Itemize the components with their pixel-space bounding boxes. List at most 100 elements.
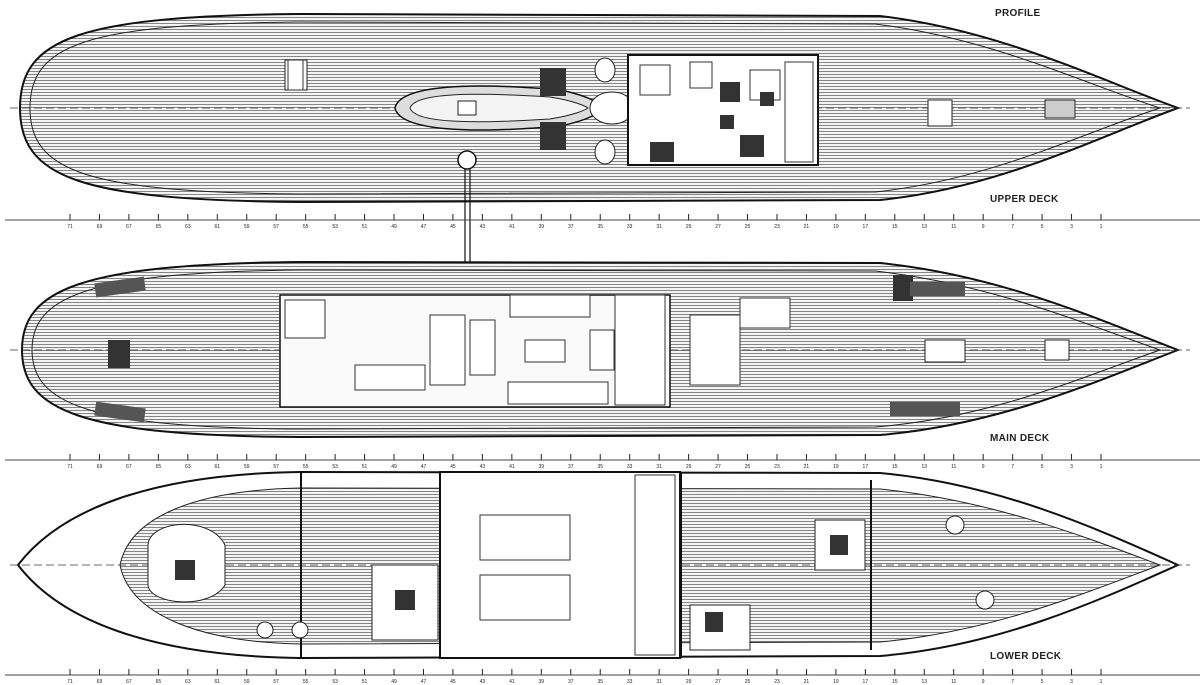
scale-tick-label: 3	[1070, 679, 1073, 685]
scale-tick-label: 5	[1041, 464, 1044, 470]
scale-tick-label: 43	[480, 464, 486, 470]
scale-tick-label: 53	[332, 224, 338, 230]
scale-tick-label: 35	[597, 464, 603, 470]
scale-tick-label: 3	[1070, 464, 1073, 470]
scale-tick-label: 41	[509, 464, 515, 470]
scale-tick-label: 25	[745, 464, 751, 470]
lower-deck-plan	[10, 470, 1190, 660]
scale-tick-label: 1	[1100, 224, 1103, 230]
scale-tick-label: 69	[97, 464, 103, 470]
scale-tick-label: 61	[215, 679, 221, 685]
scale-tick-label: 23	[774, 224, 780, 230]
upper-deck-label: UPPER DECK	[990, 194, 1059, 205]
scale-tick-label: 31	[656, 464, 662, 470]
scale-tick-label: 1	[1100, 464, 1103, 470]
scale-tick-label: 25	[745, 224, 751, 230]
scale-tick-label: 71	[67, 224, 73, 230]
scale-tick-label: 59	[244, 224, 250, 230]
scale-tick-label: 41	[509, 224, 515, 230]
scale-tick-label: 1	[1100, 679, 1103, 685]
scale-tick-label: 65	[156, 224, 162, 230]
scale-tick-label: 65	[156, 464, 162, 470]
scale-tick-label: 43	[480, 679, 486, 685]
scale-tick-label: 17	[863, 679, 869, 685]
scale-tick-label: 31	[656, 679, 662, 685]
scale-tick-label: 57	[273, 679, 279, 685]
scale-tick-label: 49	[391, 464, 397, 470]
scale-tick-label: 15	[892, 679, 898, 685]
scale-tick-label: 5	[1041, 679, 1044, 685]
scale-tick-label: 55	[303, 464, 309, 470]
scale-tick-label: 47	[421, 464, 427, 470]
scale-tick-label: 33	[627, 679, 633, 685]
scale-tick-label: 21	[804, 224, 810, 230]
scale-tick-label: 59	[244, 464, 250, 470]
scale-tick-label: 27	[715, 679, 721, 685]
scale-tick-label: 13	[921, 679, 927, 685]
scale-tick-label: 69	[97, 224, 103, 230]
scale-tick-label: 25	[745, 679, 751, 685]
scale-tick-label: 53	[332, 464, 338, 470]
scale-tick-label: 19	[833, 224, 839, 230]
scale-tick-label: 13	[921, 224, 927, 230]
scale-tick-label: 61	[215, 224, 221, 230]
scale-tick-label: 65	[156, 679, 162, 685]
scale-tick-label: 45	[450, 224, 456, 230]
scale-tick-label: 57	[273, 464, 279, 470]
scale-tick-label: 37	[568, 679, 574, 685]
scale-tick-label: 57	[273, 224, 279, 230]
scale-tick-label: 21	[804, 464, 810, 470]
scale-tick-label: 51	[362, 464, 368, 470]
scale-tick-label: 63	[185, 224, 191, 230]
scale-tick-label: 27	[715, 224, 721, 230]
scale-tick-label: 39	[539, 679, 545, 685]
scale-tick-label: 33	[627, 464, 633, 470]
scale-tick-label: 31	[656, 224, 662, 230]
scale-tick-label: 59	[244, 679, 250, 685]
scale-tick-label: 71	[67, 464, 73, 470]
scale-tick-label: 17	[863, 464, 869, 470]
scale-tick-label: 51	[362, 679, 368, 685]
scale-tick-label: 63	[185, 464, 191, 470]
scale-tick-label: 23	[774, 679, 780, 685]
scale-tick-label: 37	[568, 464, 574, 470]
scale-tick-label: 21	[804, 679, 810, 685]
scale-tick-label: 47	[421, 224, 427, 230]
scale-tick-label: 7	[1011, 224, 1014, 230]
scale-tick-label: 19	[833, 679, 839, 685]
scale-tick-label: 49	[391, 679, 397, 685]
scale-tick-label: 47	[421, 679, 427, 685]
scale-tick-label: 39	[539, 464, 545, 470]
scale-tick-label: 15	[892, 464, 898, 470]
scale-tick-label: 29	[686, 224, 692, 230]
scale-tick-label: 27	[715, 464, 721, 470]
scale-tick-label: 55	[303, 679, 309, 685]
scale-tick-label: 69	[97, 679, 103, 685]
scale-tick-label: 51	[362, 224, 368, 230]
scale-tick-label: 11	[951, 224, 956, 230]
scale-tick-label: 7	[1011, 464, 1014, 470]
scale-tick-label: 43	[480, 224, 486, 230]
scale-tick-label: 15	[892, 224, 898, 230]
scale-tick-label: 11	[951, 464, 956, 470]
scale-tick-label: 33	[627, 224, 633, 230]
scale-tick-label: 71	[67, 679, 73, 685]
main-deck-plan	[10, 260, 1190, 439]
scale-tick-label: 3	[1070, 224, 1073, 230]
scale-tick-label: 17	[863, 224, 869, 230]
profile-label: PROFILE	[995, 8, 1041, 19]
scale-tick-label: 9	[982, 224, 985, 230]
scale-tick-label: 45	[450, 464, 456, 470]
scale-tick-label: 49	[391, 224, 397, 230]
scale-tick-label: 55	[303, 224, 309, 230]
main-deck-label: MAIN DECK	[990, 433, 1050, 444]
scale-tick-label: 9	[982, 464, 985, 470]
scale-tick-label: 67	[126, 224, 132, 230]
upper-deck-plan	[10, 12, 1190, 298]
scale-tick-label: 9	[982, 679, 985, 685]
scale-tick-label: 63	[185, 679, 191, 685]
scale-tick-label: 39	[539, 224, 545, 230]
scale-tick-label: 45	[450, 679, 456, 685]
